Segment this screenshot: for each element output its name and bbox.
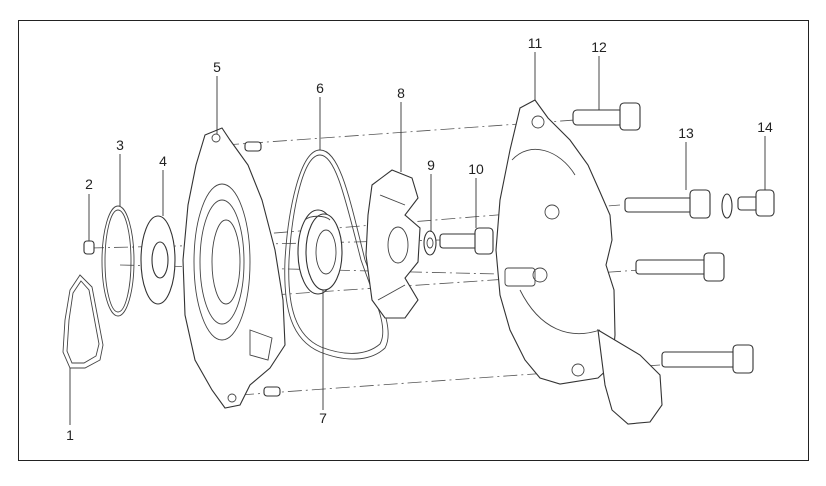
washer-part-9 [423,230,437,256]
bolt-lower-1 [635,252,725,282]
leader-lines [69,52,766,425]
callout-4: 4 [159,153,167,169]
callout-13: 13 [678,125,694,141]
callout-12: 12 [591,39,607,55]
axis-bottom [239,364,661,396]
pump-housing-part-11 [495,99,663,425]
callout-1: 1 [66,427,74,443]
callout-5: 5 [213,59,221,75]
diagram-frame [18,20,809,461]
callout-2: 2 [85,176,93,192]
bolt-part-13 [624,189,733,219]
cover-plate-part-5 [182,127,286,409]
o-ring-part-3-inner [104,209,132,313]
dowel-top [244,141,262,152]
dowel-bottom [263,386,281,397]
gasket-part-1-inner [66,280,100,364]
impeller-part-8 [365,169,421,319]
callout-11: 11 [528,35,543,51]
o-ring-part-6 [284,149,389,360]
mechanical-seal-part-7 [297,209,343,295]
callout-9: 9 [427,157,435,173]
o-ring-part-3 [101,205,135,317]
callout-6: 6 [316,80,324,96]
callout-labels: 1 2 3 4 5 6 7 8 9 10 11 12 13 14 [66,35,773,443]
callout-8: 8 [397,85,405,101]
dowel-pin-part-2 [83,240,95,255]
callout-14: 14 [757,119,773,135]
callout-10: 10 [468,161,484,177]
bolt-part-12 [572,102,641,131]
bolt-part-10 [439,227,494,255]
callout-3: 3 [116,137,124,153]
gasket-part-1 [62,274,104,369]
callout-7: 7 [319,410,327,426]
seal-part-4-hole [151,241,169,279]
bolt-part-14 [737,189,775,217]
bolt-lower-2 [661,344,754,374]
o-ring-part-6-inner [288,154,384,354]
